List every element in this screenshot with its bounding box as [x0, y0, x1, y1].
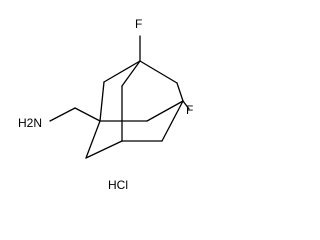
bond-c1-c9 [85, 120, 101, 159]
bond-c5-fluorine [182, 100, 190, 110]
bond-c10-c5 [161, 100, 184, 142]
hydrochloride-label: HCl [108, 178, 128, 192]
bond-c9-c7 [85, 140, 123, 159]
amine-label: H2N [18, 116, 42, 130]
fluorine-top-label: F [135, 17, 142, 31]
bond-ch2-c1 [74, 107, 101, 122]
fluorine-right-label: F [186, 103, 193, 117]
bond-c8-c5 [146, 100, 184, 122]
bond-c2-c3 [103, 60, 141, 83]
bond-n-ch2 [49, 107, 76, 122]
bonds [49, 35, 190, 159]
atom-labels: F F H2N HCl [18, 17, 193, 192]
bond-c3-c4 [139, 60, 178, 84]
structure-diagram: F F H2N HCl [18, 17, 193, 192]
bond-c3-c6 [121, 60, 141, 87]
bond-c4-c5 [176, 82, 184, 102]
bond-c1-c2 [99, 81, 105, 122]
